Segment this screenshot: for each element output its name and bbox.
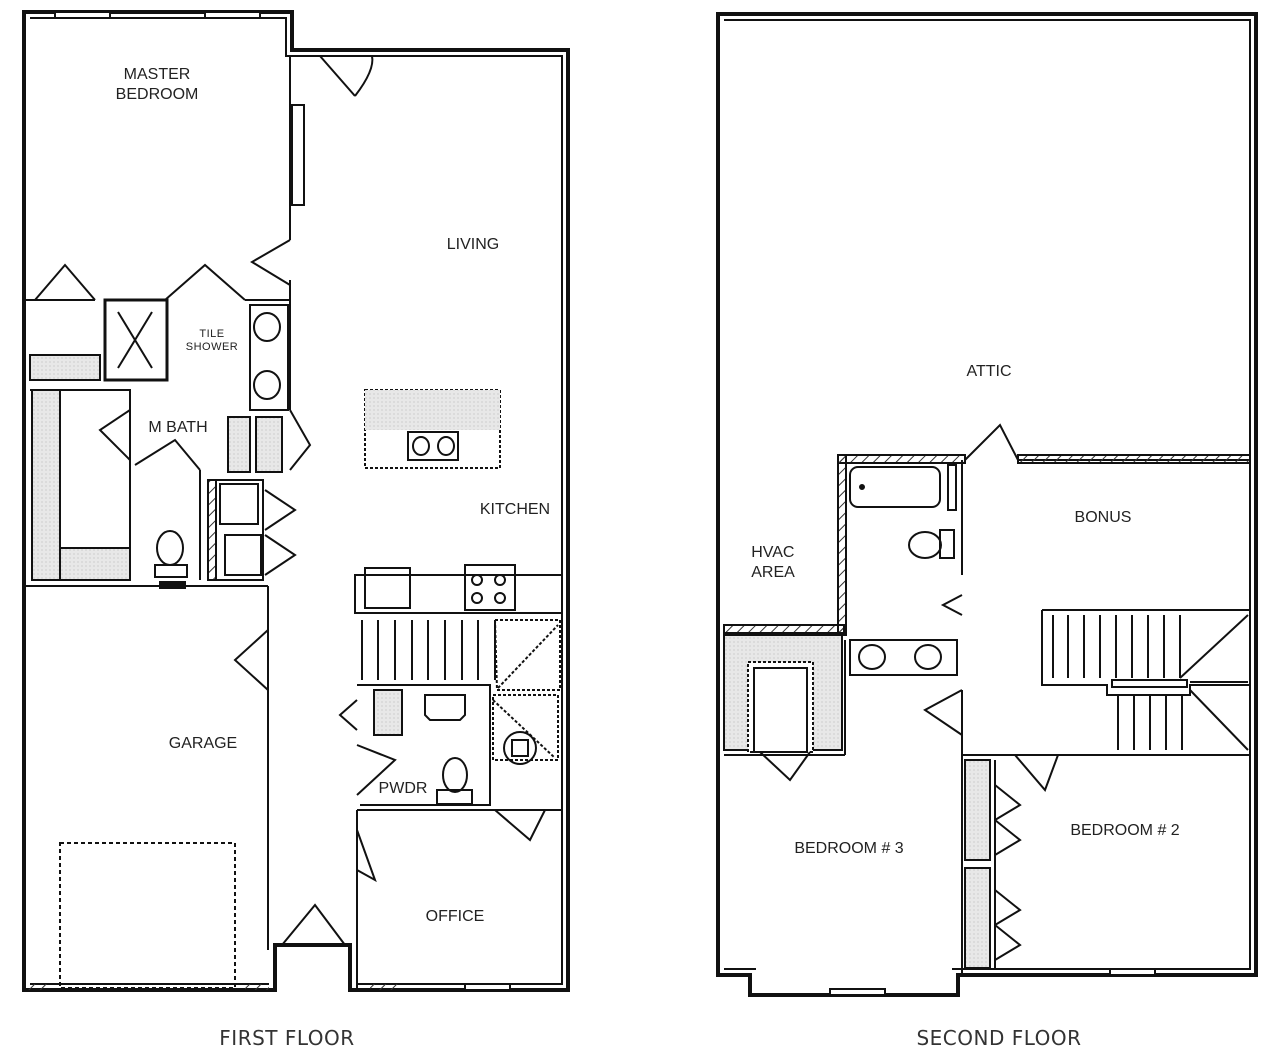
- room-label-attic: ATTIC: [966, 363, 1012, 380]
- room-label-bedroom-2: BEDROOM # 2: [1070, 822, 1180, 839]
- room-label-office: OFFICE: [425, 908, 485, 925]
- second-floor-exterior-wall: [716, 12, 1258, 997]
- room-label-hvac-area: HVAC AREA: [751, 544, 795, 581]
- room-label-tile-shower: TILE SHOWER: [185, 328, 239, 353]
- first-floor-caption: FIRST FLOOR: [219, 1026, 355, 1050]
- first-floor-plan: [22, 10, 570, 992]
- second-floor-caption: SECOND FLOOR: [916, 1026, 1082, 1050]
- second-floor-plan: [716, 12, 1258, 997]
- room-label-pwdr: PWDR: [378, 780, 428, 797]
- first-floor-exterior-wall: [22, 10, 570, 992]
- room-label-kitchen: KITCHEN: [479, 501, 551, 518]
- room-label-bedroom-3: BEDROOM # 3: [794, 840, 904, 857]
- room-label-master-bedroom: MASTER BEDROOM: [115, 66, 199, 103]
- room-label-living: LIVING: [446, 236, 500, 253]
- room-label-garage: GARAGE: [168, 735, 238, 752]
- room-label-m-bath: M BATH: [148, 419, 208, 436]
- room-label-bonus: BONUS: [1074, 509, 1132, 526]
